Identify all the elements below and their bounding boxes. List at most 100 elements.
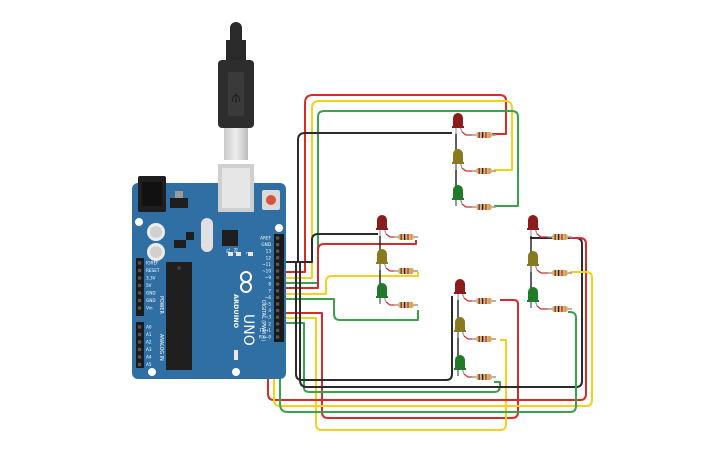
digital-pin-socket[interactable] (276, 262, 280, 266)
wire-red-bottom[interactable] (285, 299, 519, 419)
wire-yellow-bottom[interactable] (285, 317, 507, 431)
wire-group (267, 94, 593, 431)
led-green[interactable] (454, 355, 466, 376)
led-green[interactable] (452, 185, 464, 206)
analog-pin-socket[interactable] (138, 325, 142, 329)
resistor[interactable] (472, 298, 496, 304)
resistor[interactable] (394, 268, 418, 274)
led-green[interactable] (376, 283, 388, 304)
analog-pin-socket[interactable] (138, 332, 142, 337)
digital-pin-socket[interactable] (276, 302, 280, 306)
power-pin-socket[interactable] (138, 276, 142, 280)
led-yellow[interactable] (454, 317, 466, 338)
wire-yellow-left[interactable] (285, 272, 419, 295)
analog-pin-socket[interactable] (138, 362, 142, 367)
resistor[interactable] (472, 204, 496, 210)
digital-pin-socket[interactable] (276, 289, 280, 293)
digital-pin-socket[interactable] (276, 295, 280, 299)
digital-pin-socket[interactable] (276, 322, 280, 326)
digital-pin-label: 12 (266, 255, 272, 260)
digital-pin-label: RX←0 (259, 335, 271, 340)
atmega-chip (166, 262, 192, 370)
digital-label: DIGITAL (PWM ~) (260, 300, 266, 341)
tx-label: TX (225, 247, 230, 253)
wire-black-right[interactable] (285, 237, 583, 388)
digital-pin-socket[interactable] (276, 335, 280, 339)
resistor[interactable] (548, 270, 572, 276)
usb-cable: ⫛ (218, 22, 254, 160)
wire-green-left[interactable] (285, 298, 419, 321)
power-pin-socket[interactable] (138, 306, 142, 310)
traffic-light-2 (376, 215, 418, 308)
wire-yellow-top[interactable] (285, 100, 513, 279)
digital-pin-socket[interactable] (276, 328, 280, 332)
resistor[interactable] (548, 306, 572, 312)
analog-pin-label: A1 (146, 332, 152, 337)
analog-pin-socket[interactable] (138, 340, 142, 344)
power-pin-socket[interactable] (138, 291, 142, 295)
power-pin-socket[interactable] (138, 298, 142, 303)
arduino-uno-board[interactable]: ARDUINO UNO DIGITAL (PWM ~) POWER ANALOG… (132, 164, 286, 379)
digital-pin-socket[interactable] (276, 236, 280, 240)
analog-pin-socket[interactable] (138, 347, 142, 352)
l-label: L (245, 252, 250, 255)
traffic-light-components (376, 113, 572, 380)
power-pin-socket[interactable] (138, 268, 142, 273)
digital-pin-socket[interactable] (276, 309, 280, 313)
power-pin-socket[interactable] (138, 261, 142, 265)
mounting-hole (275, 224, 283, 232)
analog-pin-socket[interactable] (138, 355, 142, 359)
digital-pin-label: 4 (268, 308, 271, 313)
resistor[interactable] (394, 302, 418, 308)
usb-symbol-icon: ⫛ (232, 90, 240, 106)
voltage-regulator (170, 198, 188, 208)
wire-black-bottom[interactable] (285, 261, 453, 381)
mounting-hole (148, 368, 156, 376)
onboard-led-rx (236, 252, 241, 256)
digital-pin-socket[interactable] (276, 276, 280, 280)
power-pin-label: 3.3V (146, 276, 156, 281)
resistor[interactable] (472, 168, 496, 174)
digital-pin-socket[interactable] (276, 269, 280, 273)
resistor[interactable] (472, 374, 496, 380)
power-pin-label: GND (146, 298, 156, 303)
resistor[interactable] (394, 234, 418, 240)
resistor[interactable] (548, 234, 572, 240)
digital-pin-socket[interactable] (276, 315, 280, 319)
wire-green-bottom[interactable] (285, 322, 501, 393)
digital-pin-socket[interactable] (276, 256, 280, 260)
led-red[interactable] (527, 215, 539, 236)
power-pin-socket[interactable] (138, 283, 142, 288)
wire-red-left[interactable] (285, 240, 417, 289)
usb-chip (222, 230, 238, 246)
onboard-led-tx (228, 252, 233, 256)
power-pin-label: IOREF (146, 261, 159, 266)
power-pin-label: Vin (146, 306, 153, 311)
wire-green-top[interactable] (285, 110, 519, 284)
digital-pin-socket[interactable] (276, 249, 280, 253)
led-yellow[interactable] (376, 249, 388, 270)
wire-green-right[interactable] (279, 311, 577, 413)
led-red[interactable] (452, 113, 464, 134)
wire-red-top[interactable] (285, 94, 507, 273)
digital-pin-label: ~9 (265, 275, 272, 280)
traffic-light-3 (454, 279, 496, 380)
analog-pin-label: A5 (146, 362, 152, 367)
wire-yellow-right[interactable] (273, 271, 593, 407)
analog-pin-label: A2 (146, 340, 152, 345)
resistor[interactable] (472, 336, 496, 342)
digital-pin-socket[interactable] (276, 243, 280, 247)
led-green[interactable] (527, 287, 539, 308)
wire-red-right[interactable] (267, 237, 587, 401)
digital-pin-socket[interactable] (276, 282, 280, 286)
led-red[interactable] (454, 279, 466, 300)
led-red[interactable] (376, 215, 388, 236)
wire-black-left[interactable] (285, 233, 378, 263)
wire-black-top[interactable] (285, 132, 452, 263)
resistor[interactable] (472, 132, 496, 138)
rx-label: RX (233, 248, 238, 254)
led-yellow[interactable] (527, 251, 539, 272)
led-yellow[interactable] (452, 149, 464, 170)
